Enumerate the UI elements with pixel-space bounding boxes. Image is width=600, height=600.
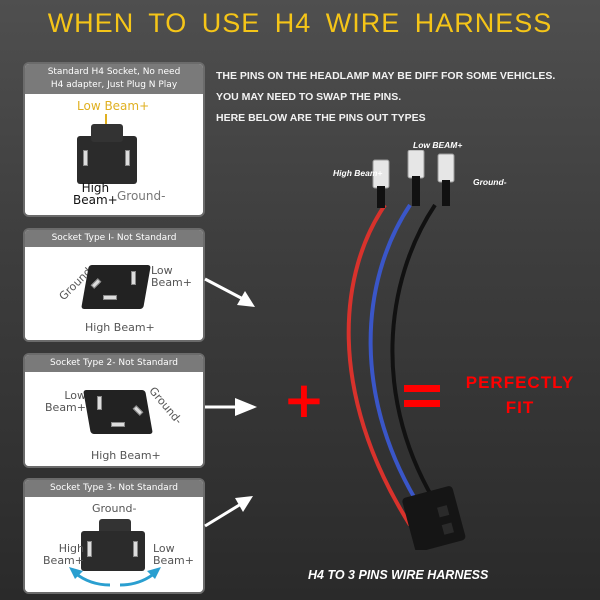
socket-diagram: Ground- High Beam+ Low Beam+ [25,497,203,592]
card-header-line: Standard H4 Socket, No need [47,67,181,77]
instructions-text: THE PINS ON THE HEADLAMP MAY BE DIFF FOR… [216,66,555,129]
label-line: Beam+ [73,193,118,207]
label-line: Beam+ [45,401,86,414]
high-beam-label: High Beam+ [43,543,84,567]
socket-diagram: Low Beam+ Ground- High Beam+ [25,372,203,466]
label-line: Beam+ [43,554,84,567]
ground-label: Ground- [117,189,166,203]
low-beam-label: Low Beam+ [151,265,192,289]
terminal-high-beam [372,159,390,208]
ground-label: Ground- [92,502,137,515]
result-line: FIT [505,398,535,417]
terminal-ground [437,153,455,206]
label-line: Low [153,542,175,555]
high-beam-label: High Beam+ [85,321,155,334]
pin [133,541,138,557]
pin [111,422,125,427]
card-header: Socket Type 3- Not Standard [25,480,203,497]
note-line: YOU MAY NEED TO SWAP THE PINS. [216,91,402,103]
note-line: HERE BELOW ARE THE PINS OUT TYPES [216,112,426,124]
h4-connector [402,486,466,550]
arrow-icon [204,496,253,528]
label-line: Low [151,264,173,277]
socket-diagram: Ground- Low Beam+ High Beam+ [25,247,203,340]
card-header: Socket Type 2- Not Standard [25,355,203,372]
socket-type-2-card: Socket Type 2- Not Standard Low Beam+ Gr… [23,353,205,468]
arrow-icon [205,398,257,416]
pin [83,150,88,166]
plus-sign: + [283,371,325,429]
page-title: WHEN TO USE H4 WIRE HARNESS [47,8,553,38]
label-line: High [81,181,110,195]
standard-socket-card: Standard H4 Socket, No need H4 adapter, … [23,62,205,217]
pin [97,396,102,410]
ground-wire-label: Ground- [473,177,507,187]
card-header-line: H4 adapter, Just Plug N Play [50,80,178,90]
high-beam-label: High Beam+ [73,182,118,206]
note-line: THE PINS ON THE HEADLAMP MAY BE DIFF FOR… [216,70,556,82]
harness-caption: H4 TO 3 PINS WIRE HARNESS [308,568,489,582]
label-line: Low [64,389,86,402]
low-beam-label: Low Beam+ [45,390,86,414]
socket-top-tab [91,124,123,142]
socket-diagram: Low Beam+ High Beam+ Ground- [25,94,203,214]
high-beam-wire-label: High Beam+ [333,168,383,178]
perfectly-fit-text: PERFECTLY FIT [450,370,590,420]
wire-harness-image [346,150,466,550]
low-beam-label: Low Beam+ [153,543,194,567]
pin [125,150,130,166]
label-line: High [58,542,84,555]
terminal-low-beam [407,150,425,206]
card-header: Standard H4 Socket, No need H4 adapter, … [25,64,203,94]
arrow-icon [204,277,255,307]
pin [103,295,117,300]
pin [131,271,136,285]
low-beam-label: Low Beam+ [77,99,150,113]
low-beam-wire-label: Low BEAM+ [413,140,463,150]
pin [87,541,92,557]
high-beam-label: High Beam+ [91,449,161,462]
socket-type-3-card: Socket Type 3- Not Standard Ground- High… [23,478,205,594]
card-header: Socket Type I- Not Standard [25,230,203,247]
swap-arrows-icon [69,567,161,587]
label-line: Beam+ [153,554,194,567]
ground-label: Ground- [146,384,185,427]
socket-type-1-card: Socket Type I- Not Standard Ground- Low … [23,228,205,342]
label-line: Beam+ [151,276,192,289]
result-line: PERFECTLY [465,373,575,392]
equals-sign [404,385,440,415]
